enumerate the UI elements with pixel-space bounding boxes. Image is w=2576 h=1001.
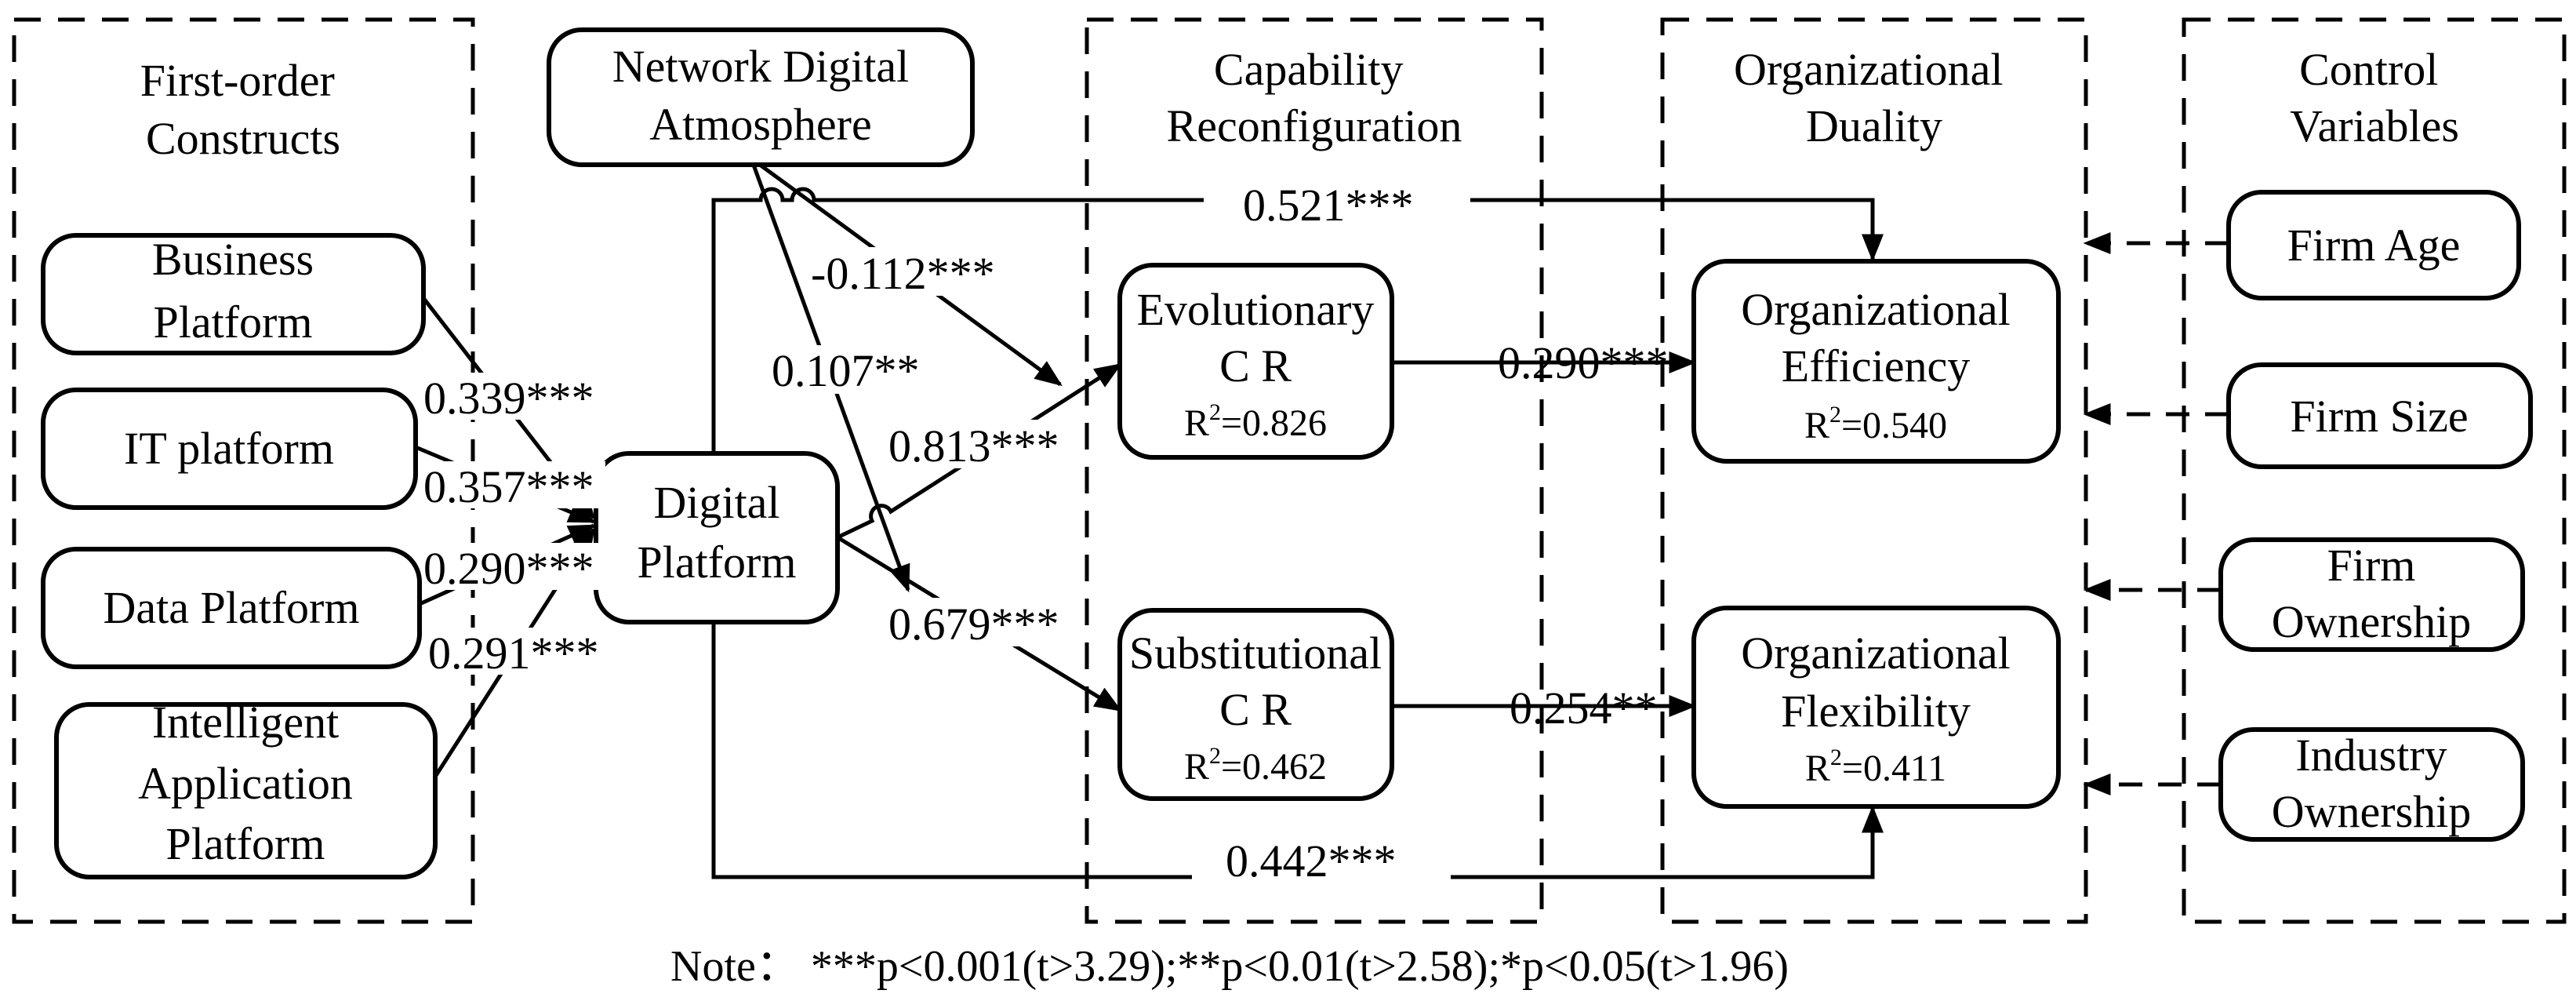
panel-title-controls: Control Variables — [2290, 44, 2459, 151]
panel-title-duality: Organizational Duality — [1734, 44, 2015, 151]
label-dp-to-substitutional: 0.679*** — [886, 598, 1068, 650]
label-dp-to-efficiency: 0.521*** — [1204, 180, 1470, 231]
r2-substitutional: R2=0.462 — [1184, 743, 1327, 788]
label-nda-to-substitutional: 0.107** — [768, 345, 925, 396]
panel-title-capability: Capability Reconfiguration — [1167, 44, 1462, 151]
node-data-platform: Data Platform — [41, 547, 422, 669]
label-dp-to-evolutionary: 0.813*** — [886, 420, 1068, 471]
r2-efficiency: R2=0.540 — [1804, 402, 1947, 446]
label-intelligent-to-dp: 0.291*** — [428, 628, 610, 679]
svg-text:0.339***: 0.339*** — [423, 373, 594, 424]
label-evolutionary-to-efficiency: 0.290*** — [1498, 337, 1669, 388]
svg-text:Firm Age: Firm Age — [2287, 220, 2461, 271]
label-dp-to-flexibility: 0.442*** — [1192, 835, 1451, 889]
svg-text:0.290***: 0.290*** — [423, 543, 594, 594]
node-firm-size: Firm Size — [2226, 362, 2533, 469]
svg-text:Firm Size: Firm Size — [2290, 391, 2468, 442]
r2-flexibility: R2=0.411 — [1805, 744, 1946, 789]
node-it-platform: IT platform — [41, 388, 418, 510]
svg-text:0.107**: 0.107** — [772, 345, 920, 396]
svg-text:0.442***: 0.442*** — [1226, 835, 1397, 886]
path-dp-to-efficiency — [711, 187, 1884, 537]
svg-text:0.813***: 0.813*** — [888, 420, 1059, 471]
svg-text:0.290***: 0.290*** — [1498, 337, 1669, 388]
panel-duality — [1660, 17, 2088, 924]
panel-capability — [1085, 17, 1544, 924]
svg-text:-0.112***: -0.112*** — [811, 248, 995, 299]
panel-first-order — [12, 17, 475, 924]
label-substitutional-to-flexibility: 0.254** — [1510, 682, 1658, 733]
svg-text:IT platform: IT platform — [124, 423, 334, 474]
r2-evolutionary: R2=0.826 — [1184, 399, 1327, 444]
svg-text:0.521***: 0.521*** — [1243, 180, 1414, 231]
panel-controls — [2182, 17, 2567, 924]
svg-text:0.679***: 0.679*** — [888, 599, 1059, 650]
svg-text:0.291***: 0.291*** — [428, 628, 599, 679]
label-nda-to-evolutionary: -0.112*** — [808, 247, 1004, 299]
svg-text:Data Platform: Data Platform — [104, 582, 360, 633]
label-it-to-dp: 0.357*** — [423, 461, 605, 512]
svg-text:0.357***: 0.357*** — [423, 461, 594, 512]
node-firm-age: Firm Age — [2226, 190, 2521, 300]
label-data-to-dp: 0.290*** — [423, 543, 605, 594]
panel-title-first-order: First-order Constructs — [140, 55, 347, 164]
significance-note: Note： ***p<0.001(t>3.29);**p<0.01(t>2.58… — [670, 942, 1789, 991]
svg-text:0.254**: 0.254** — [1510, 682, 1658, 733]
label-business-to-dp: 0.339*** — [423, 373, 605, 424]
